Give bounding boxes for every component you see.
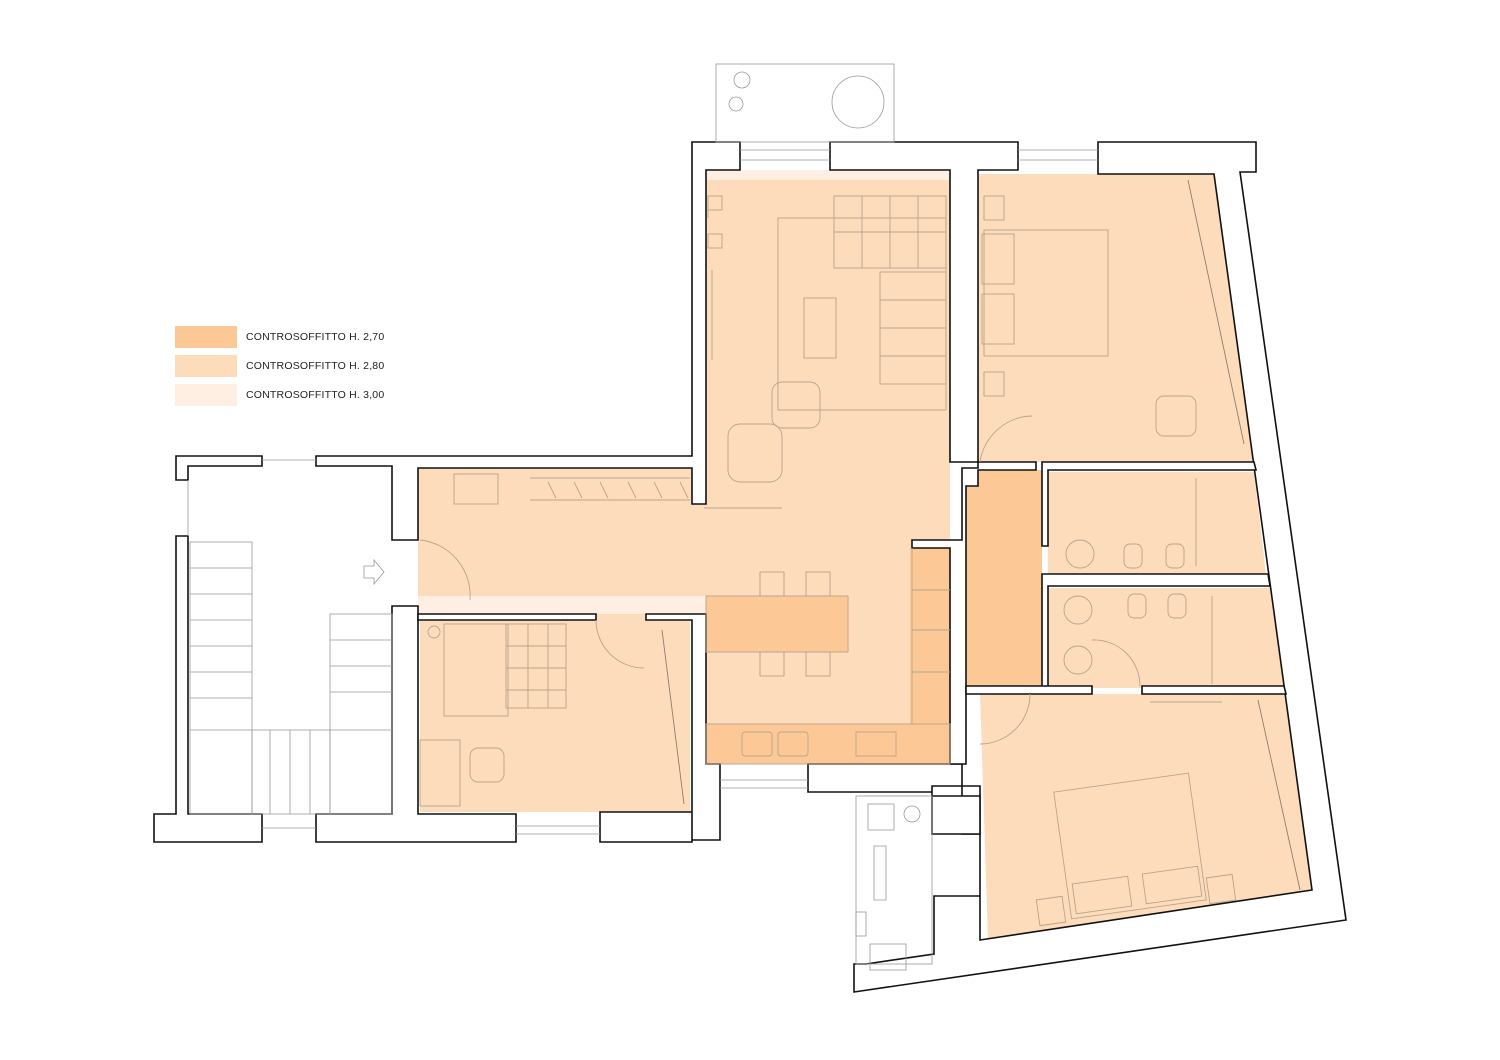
wall-bathroom-bottom-2 [1141,685,1288,695]
zone-island [706,596,848,652]
wall-stair-top-left [175,455,263,481]
wall-corridor-bottom [417,613,597,621]
wall-stair-left [153,535,263,843]
ceiling-zones [418,170,1312,940]
zone-bedroom-1 [978,174,1254,462]
zone-living-room [706,178,950,468]
zone-strip-corridor [418,596,708,614]
legend-item-270: CONTROSOFFITTO H. 2,70 [175,326,384,348]
terrace [855,803,921,971]
stair-landing [251,729,331,815]
zone-bedroom-2 [980,694,1312,940]
stair-left-flight [189,541,253,815]
armchair-2 [727,423,783,483]
zone-side-counter [910,548,950,724]
stair-right-flight [329,613,393,815]
window-icon [715,63,895,143]
legend-item-280: CONTROSOFFITTO H. 2,80 [175,355,384,377]
stair-icon [190,567,392,814]
wall-bedroom1-top [853,141,1347,993]
coffee-table [803,297,837,359]
living-furniture [704,195,947,509]
entry-arrow-icon [363,558,385,586]
corridor-storage [419,473,690,601]
bedroom-2-furniture [979,693,1301,927]
master-bed [1053,772,1207,920]
bed [983,229,1109,357]
bedroom-1-furniture [979,179,1245,463]
windows [187,63,1098,965]
legend-swatch-300 [175,384,237,406]
legend-swatch-280 [175,355,237,377]
wall-bathroom-1 [1041,461,1258,547]
legend-label-280: CONTROSOFFITTO H. 2,80 [246,360,385,372]
wall-living-top-right [829,141,1019,463]
armchair-1 [771,381,821,429]
zone-bathroom-1 [1048,472,1266,574]
bathroom-fixtures [1063,478,1213,687]
legend-swatch-270 [175,326,237,348]
wall-kitchen-right [911,461,1037,765]
legend-label-300: CONTROSOFFITTO H. 3,00 [246,389,385,401]
legend-item-300: CONTROSOFFITTO H. 3,00 [175,384,384,406]
stairs [189,541,393,815]
zone-kitchen-counter [706,724,950,764]
counter [705,723,951,765]
zone-bathroom-2 [1048,588,1284,688]
zone-bedroom-3 [420,614,690,812]
wall-corridor-top [315,141,741,541]
zone-hallway-2 [966,470,1042,686]
desk-chair [469,747,505,783]
single-bed [443,623,509,717]
legend-label-270: CONTROSOFFITTO H. 2,70 [246,331,385,343]
bedroom-3-furniture [419,619,685,807]
kitchen-furniture [705,548,951,765]
zone-strip-window [706,170,950,180]
wall-bathroom-bottom [965,685,1093,695]
legend: CONTROSOFFITTO H. 2,70 CONTROSOFFITTO H.… [175,326,384,413]
armchair-bedroom [1155,395,1197,437]
door-swing-icon [419,539,471,601]
